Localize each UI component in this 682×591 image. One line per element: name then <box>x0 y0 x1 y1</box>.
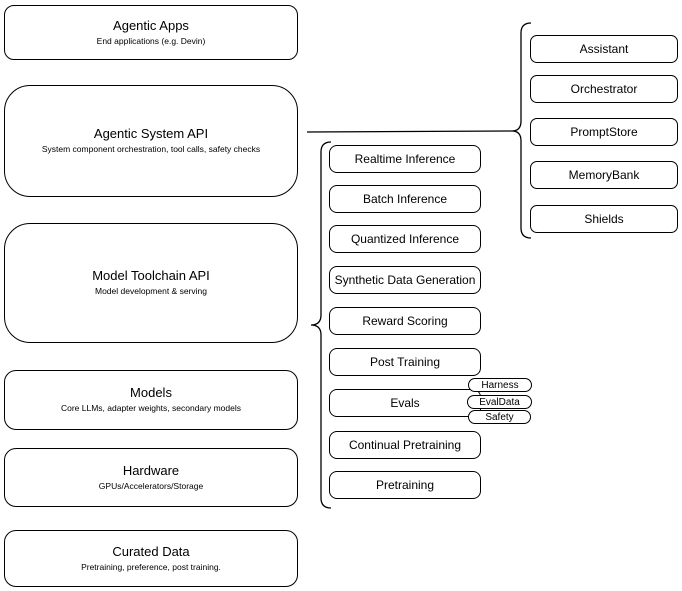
node-pretraining: Pretraining <box>329 471 481 499</box>
node-title: Agentic System API <box>93 126 209 142</box>
node-post-training: Post Training <box>329 348 481 376</box>
node-agentic-apps: Agentic Apps End applications (e.g. Devi… <box>4 5 298 60</box>
node-hardware: Hardware GPUs/Accelerators/Storage <box>4 448 298 507</box>
node-subtitle: Pretraining, preference, post training. <box>81 561 221 572</box>
node-subtitle: System component orchestration, tool cal… <box>41 144 261 155</box>
components-brace <box>511 22 532 239</box>
node-subtitle: End applications (e.g. Devin) <box>96 35 206 46</box>
node-promptstore: PromptStore <box>530 118 678 146</box>
node-evals: Evals <box>329 389 481 417</box>
node-shields: Shields <box>530 205 678 233</box>
node-title: Curated Data <box>112 543 190 559</box>
node-subtitle: Core LLMs, adapter weights, secondary mo… <box>60 403 241 414</box>
node-assistant: Assistant <box>530 35 678 63</box>
node-subtitle: GPUs/Accelerators/Storage <box>98 480 204 491</box>
node-subtitle: Model development & serving <box>95 286 207 297</box>
node-memorybank: MemoryBank <box>530 161 678 189</box>
node-realtime-inference: Realtime Inference <box>329 145 481 173</box>
tag-evaldata: EvalData <box>467 395 532 409</box>
node-agentic-system-api: Agentic System API System component orch… <box>4 85 298 197</box>
system-api-connector-line <box>306 130 513 133</box>
node-title: Agentic Apps <box>113 17 189 33</box>
node-models: Models Core LLMs, adapter weights, secon… <box>4 370 298 430</box>
node-title: Model Toolchain API <box>92 268 210 284</box>
node-orchestrator: Orchestrator <box>530 75 678 103</box>
node-curated-data: Curated Data Pretraining, preference, po… <box>4 530 298 587</box>
node-title: Models <box>130 385 172 401</box>
node-continual-pretraining: Continual Pretraining <box>329 431 481 459</box>
tag-harness: Harness <box>468 378 532 392</box>
node-model-toolchain-api: Model Toolchain API Model development & … <box>4 223 298 343</box>
node-batch-inference: Batch Inference <box>329 185 481 213</box>
node-synthetic-data-generation: Synthetic Data Generation <box>329 266 481 294</box>
tag-safety: Safety <box>468 410 531 424</box>
node-title: Hardware <box>122 462 180 478</box>
toolchain-brace <box>310 141 332 509</box>
node-reward-scoring: Reward Scoring <box>329 307 481 335</box>
node-quantized-inference: Quantized Inference <box>329 225 481 253</box>
